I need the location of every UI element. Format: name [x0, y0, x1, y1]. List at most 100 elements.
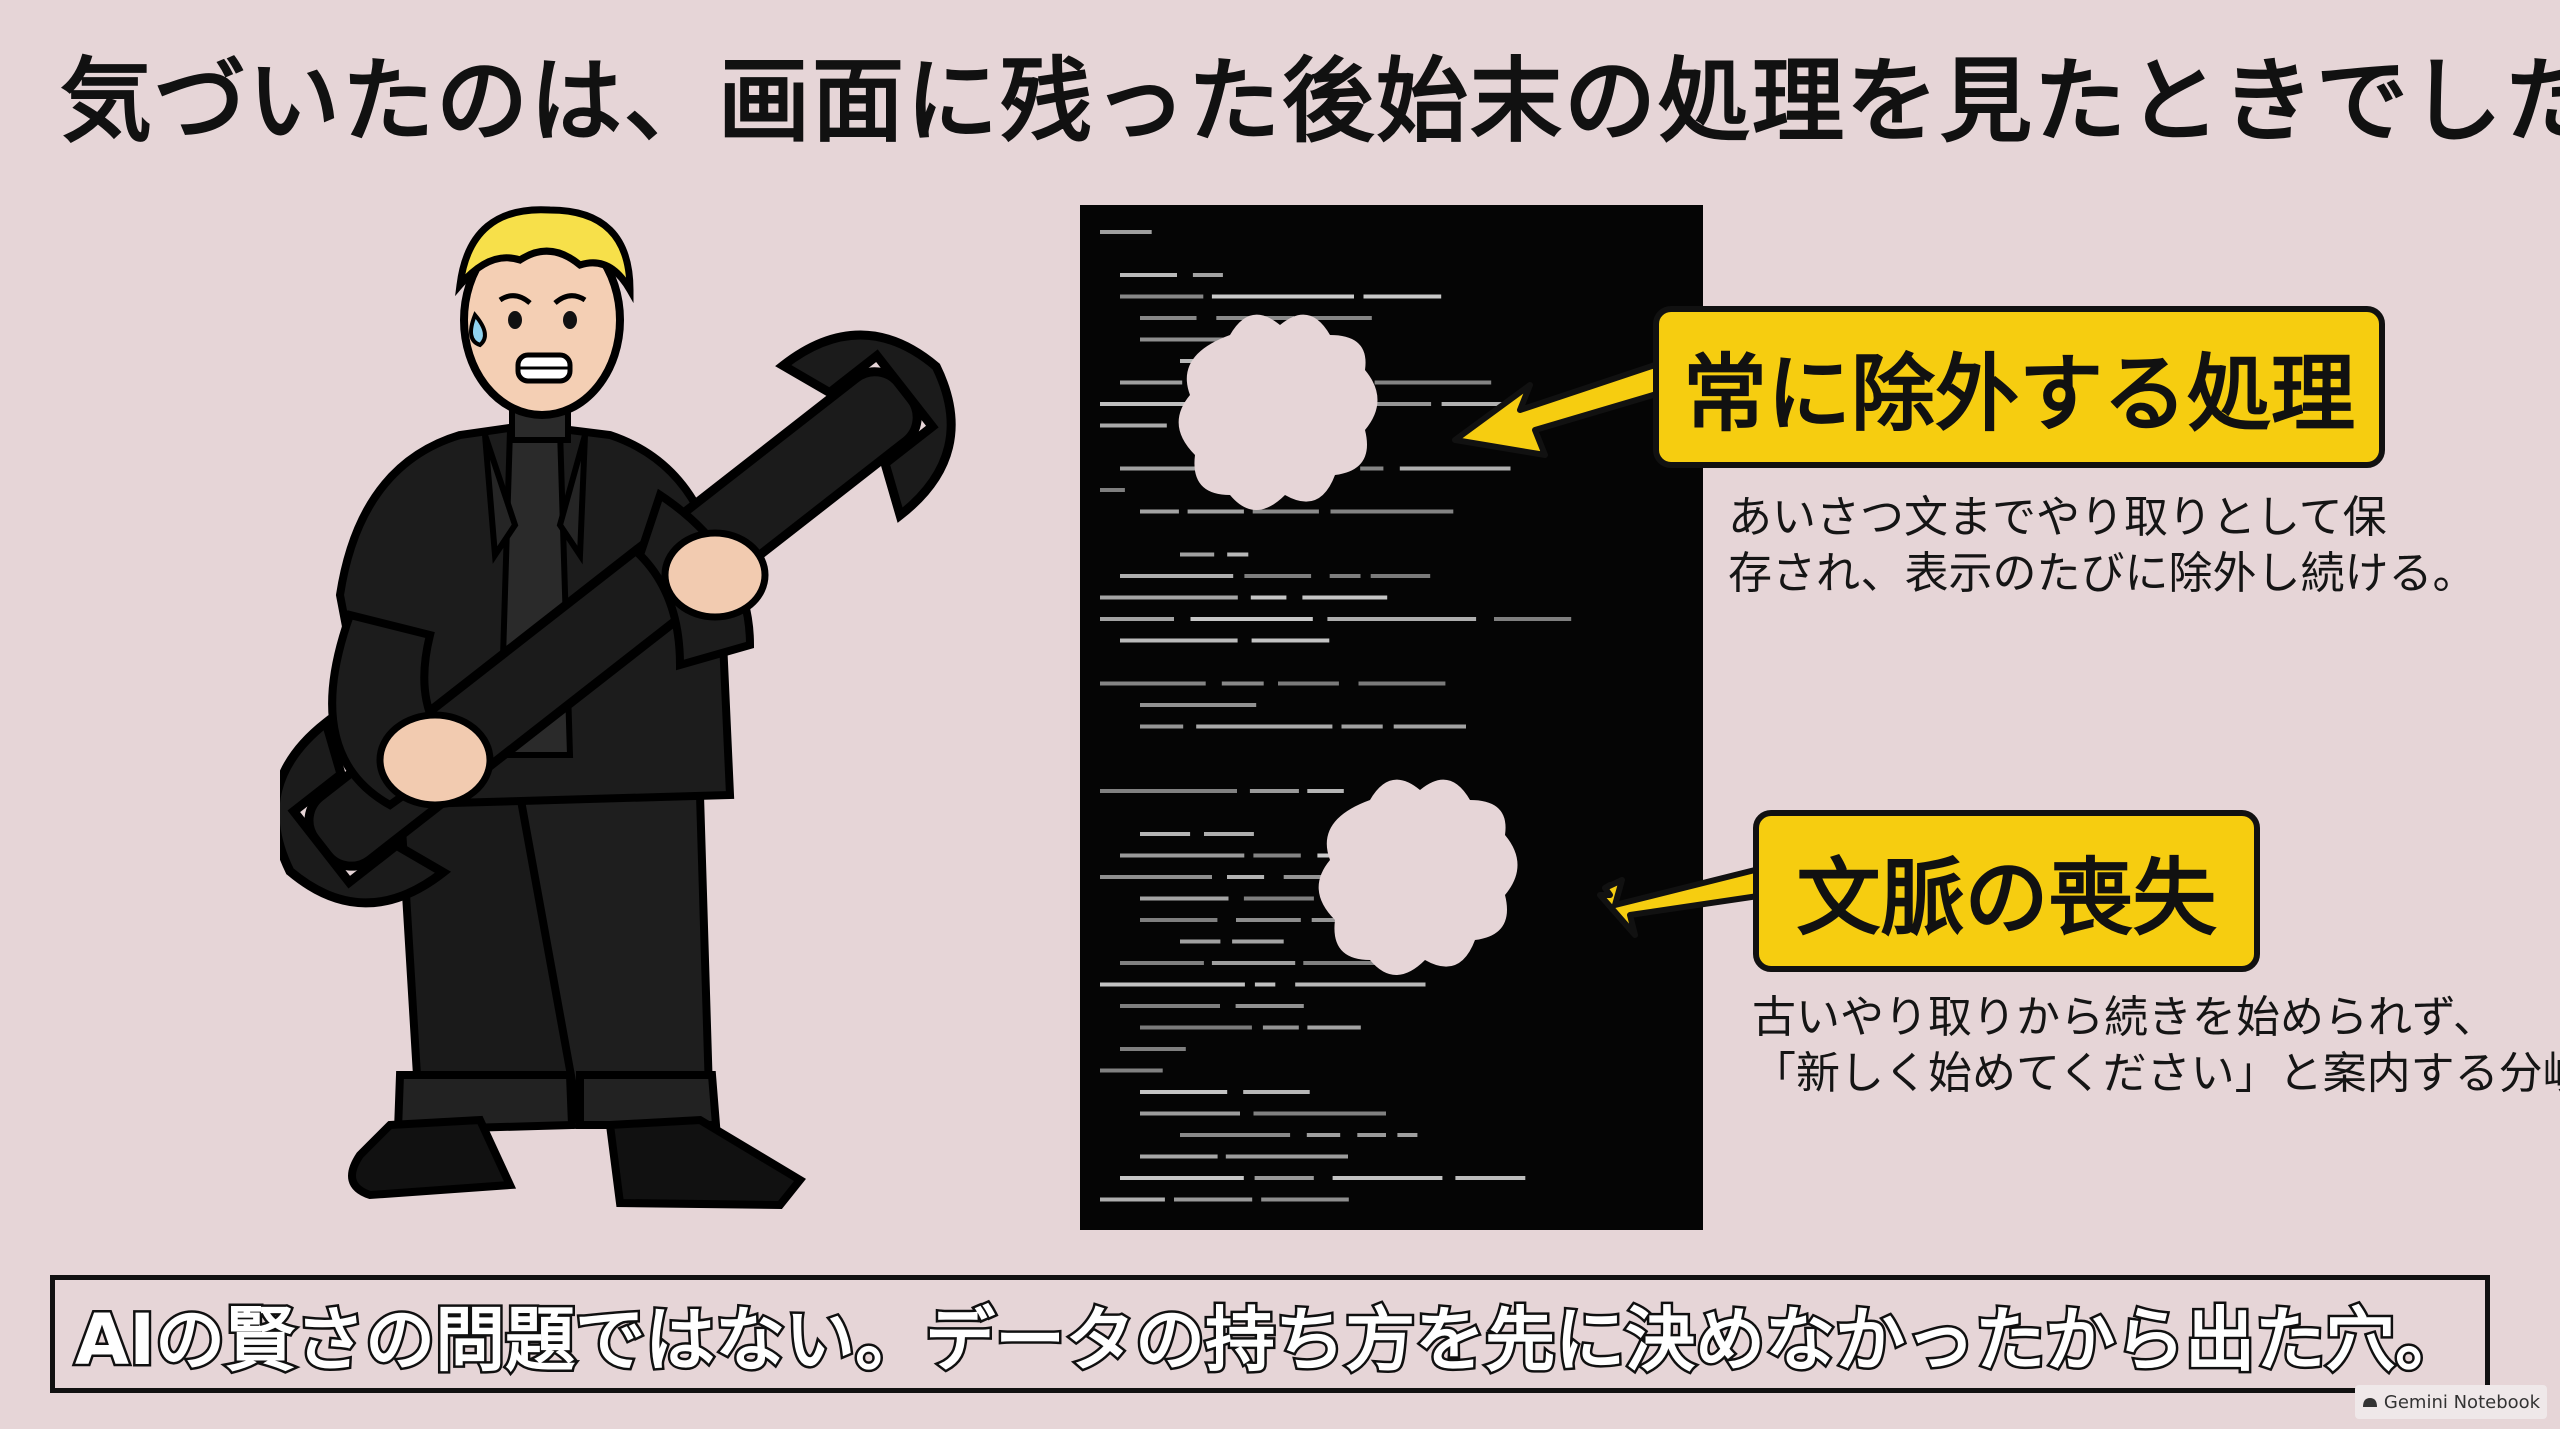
code-line-segment: [1120, 574, 1234, 578]
code-line-segment: [1330, 509, 1454, 514]
code-line-segment: [1227, 875, 1265, 879]
code-line-segment: [1363, 294, 1442, 299]
arrow-top: [1452, 362, 1673, 458]
code-line-segment: [1399, 466, 1511, 471]
description-line: 古いやり取りから続きを始められず、: [1752, 992, 2497, 1043]
code-line-segment: [1211, 294, 1354, 299]
code-line-segment: [1140, 896, 1229, 901]
code-line-segment: [1180, 552, 1215, 557]
code-line-segment: [1120, 1047, 1186, 1051]
code-line-segment: [1140, 832, 1191, 836]
code-line-segment: [1253, 853, 1301, 858]
code-line-segment: [1357, 1133, 1386, 1137]
code-line-segment: [1374, 380, 1492, 385]
code-line-segment: [1332, 1176, 1443, 1180]
caption-text: AIの賢さの問題ではない。データの持ち方を先に決めなかったから出た穴。: [72, 1296, 2467, 1383]
callout-description-2: 古いやり取りから続きを始められず、 「新しく始めてください」と案内する分岐。: [1752, 990, 2560, 1102]
code-line-segment: [1140, 1090, 1228, 1094]
code-line-segment: [1120, 1004, 1220, 1008]
code-line-segment: [1306, 1133, 1341, 1137]
code-line-segment: [1120, 273, 1177, 277]
code-line-segment: [1196, 724, 1333, 729]
code-line-segment: [1100, 1197, 1165, 1202]
code-line-segment: [1120, 853, 1245, 858]
code-line-segment: [1250, 595, 1287, 600]
code-line-segment: [1100, 617, 1174, 621]
code-line-segment: [1278, 681, 1339, 686]
code-line-segment: [1243, 1090, 1310, 1094]
notebook-icon: [2362, 1398, 2377, 1407]
blank-hole-top: [1178, 314, 1378, 510]
code-line-segment: [1100, 423, 1167, 428]
code-line-segment: [1254, 1176, 1314, 1180]
code-line-segment: [1140, 724, 1184, 729]
callout-description-1: あいさつ文までやり取りとして保 存され、表示のたびに除外し続ける。: [1728, 490, 2476, 602]
code-line-segment: [1253, 1111, 1386, 1116]
code-line-segment: [1261, 1197, 1349, 1202]
code-line-segment: [1393, 724, 1466, 729]
code-line-segment: [1302, 595, 1388, 600]
man-with-wrench-illustration: [280, 206, 956, 1210]
callout-always-exclude: 常に除外する処理: [1653, 306, 2385, 468]
code-line-segment: [1140, 509, 1179, 514]
code-line-segment: [1120, 961, 1204, 965]
code-line-segment: [1120, 466, 1217, 471]
code-line-segment: [1140, 1025, 1252, 1030]
code-line-segment: [1227, 552, 1249, 557]
code-line-segment: [1140, 1111, 1240, 1116]
code-line-segment: [1369, 402, 1432, 406]
callout-context-loss: 文脈の喪失: [1753, 810, 2260, 972]
code-line-segment: [1252, 509, 1319, 514]
watermark-badge: Gemini Notebook: [2355, 1385, 2547, 1419]
code-line-segment: [1100, 1068, 1163, 1073]
code-line-segment: [1358, 681, 1446, 686]
code-line-segment: [1262, 1025, 1299, 1030]
code-lines: [1100, 230, 1572, 1202]
arrow-bottom: [1597, 867, 1768, 938]
blank-hole-bottom: [1318, 779, 1518, 975]
code-line-segment: [1140, 918, 1218, 922]
code-line-segment: [1221, 681, 1264, 686]
code-line-segment: [1232, 939, 1284, 944]
code-line-segment: [1441, 402, 1513, 406]
watermark-text: Gemini Notebook: [2383, 1391, 2541, 1413]
code-line-segment: [1100, 982, 1245, 987]
description-line: 「新しく始めてください」と案内する分岐。: [1752, 1048, 2560, 1099]
code-line-segment: [1370, 574, 1431, 578]
code-line-segment: [1303, 961, 1404, 965]
code-line-segment: [1204, 832, 1254, 836]
code-line-segment: [1243, 896, 1314, 901]
code-line-segment: [1120, 638, 1238, 643]
code-line-segment: [1251, 638, 1330, 643]
slide-title: 気づいたのは、画面に残った後始末の処理を見たときでした: [60, 48, 2560, 155]
code-line-segment: [1327, 617, 1477, 621]
code-line-segment: [1311, 918, 1339, 922]
code-line-segment: [1100, 681, 1206, 686]
code-line-segment: [1254, 982, 1276, 987]
code-line-segment: [1100, 789, 1237, 793]
code-line-segment: [1190, 617, 1313, 621]
code-line-segment: [1494, 617, 1572, 621]
code-line-segment: [1100, 488, 1125, 492]
code-line-segment: [1211, 961, 1296, 965]
code-line-segment: [1120, 1176, 1244, 1180]
code-line-segment: [1249, 789, 1299, 793]
description-line: 存され、表示のたびに除外し続ける。: [1728, 548, 2477, 599]
code-line-segment: [1100, 402, 1241, 406]
code-line-segment: [1100, 595, 1238, 600]
code-line-segment: [1120, 380, 1183, 385]
code-line-segment: [1244, 574, 1312, 578]
code-line-segment: [1187, 509, 1244, 514]
code-line-segment: [1140, 1154, 1218, 1159]
code-line-segment: [1329, 574, 1361, 578]
code-line-segment: [1140, 703, 1257, 707]
code-line-segment: [1360, 466, 1384, 471]
code-line-segment: [1307, 1025, 1361, 1030]
code-line-segment: [1174, 1197, 1253, 1202]
code-line-segment: [1225, 1154, 1348, 1159]
code-line-segment: [1180, 1133, 1291, 1137]
code-line-segment: [1295, 982, 1426, 987]
code-line-segment: [1192, 273, 1223, 277]
caption-bar: AIの賢さの問題ではない。データの持ち方を先に決めなかったから出た穴。: [50, 1275, 2490, 1393]
